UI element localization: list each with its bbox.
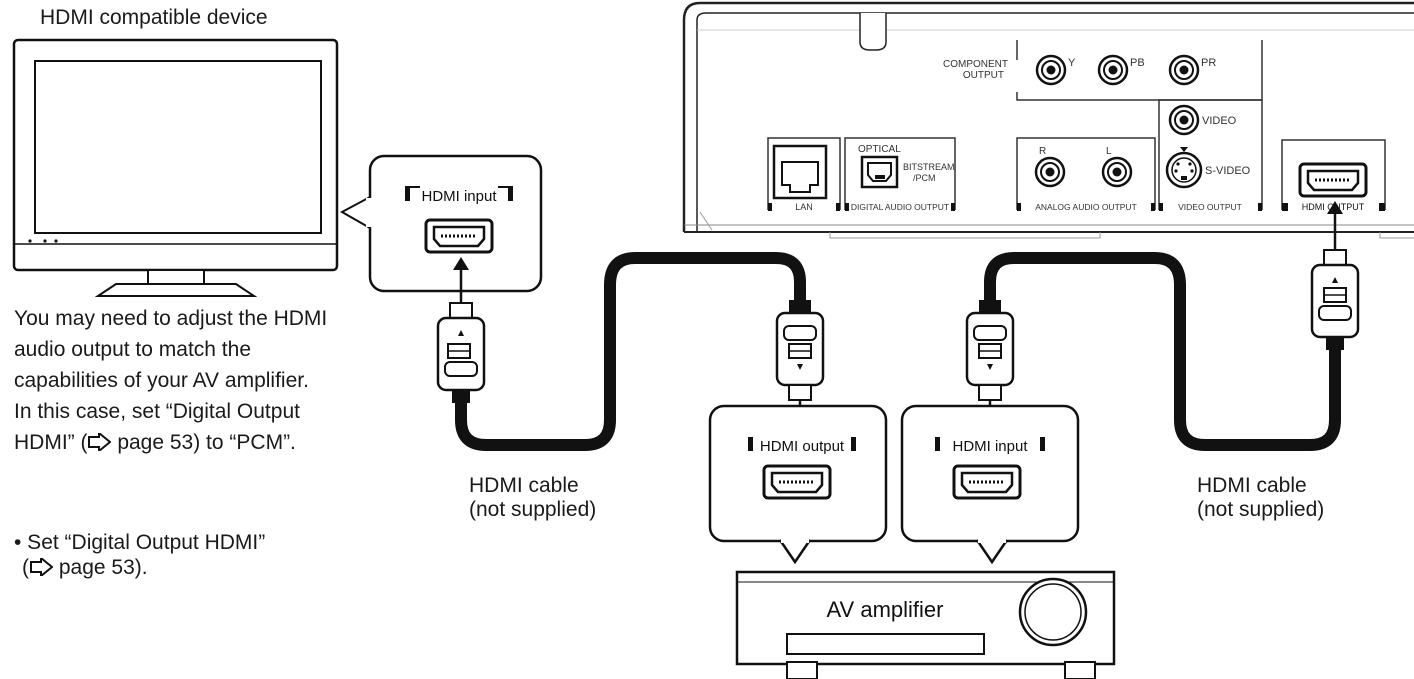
bullet-note-line-1: • Set “Digital Output HDMI” (14, 531, 266, 554)
amp-hdmi-output-jack (762, 464, 832, 500)
analog-audio-r-jack (1034, 156, 1066, 188)
hdmi-plug-amp-input (965, 300, 1015, 401)
amp-hdmi-input-callout: HDMI input (900, 404, 1080, 565)
hdmi-cable-left (455, 252, 806, 451)
tv-note-line-5: HDMI” ( page 53) to “PCM”. (14, 427, 394, 458)
s-video-label: S-VIDEO (1205, 165, 1251, 177)
lan-label: LAN (795, 202, 813, 212)
cable-right-line-1: HDMI cable (1197, 474, 1307, 497)
bitstream-label-1: BITSTREAM (903, 162, 955, 172)
cable-left-line-2: (not supplied) (469, 498, 597, 521)
component-pr-jack (1168, 54, 1200, 86)
amp-hdmi-input-jack (952, 464, 1022, 500)
tv-hdmi-callout: HDMI input (339, 154, 543, 293)
hdmi-cable-right (984, 252, 1341, 451)
tv-note-line-2: audio output to match the (14, 338, 251, 361)
tv-note-line-3: capabilities of your AV amplifier. (14, 369, 309, 392)
tv-note-line-5-start: HDMI” ( (14, 431, 88, 454)
bullet-note-line-2-end: page 53). (53, 556, 148, 579)
bitstream-label-2: /PCM (913, 173, 936, 183)
component-pb-jack (1097, 54, 1129, 86)
cable-right-line-2: (not supplied) (1197, 498, 1325, 521)
s-video-jack (1165, 147, 1203, 189)
video-output-label: VIDEO OUTPUT (1178, 202, 1242, 212)
component-y-jack (1035, 54, 1067, 86)
hdmi-plug-player (1310, 249, 1360, 350)
hdmi-plug-tv (436, 302, 486, 403)
player-hdmi-output-jack (1298, 162, 1368, 198)
page-reference-arrow-icon (30, 558, 53, 576)
tv-hdmi-input-label: HDMI input (421, 188, 497, 205)
analog-audio-l-jack (1101, 156, 1133, 188)
video-jack (1168, 104, 1200, 136)
amp-hdmi-input-label: HDMI input (952, 438, 1028, 455)
r-label: R (1039, 146, 1046, 157)
pb-label: PB (1130, 57, 1145, 69)
av-amplifier-label: AV amplifier (827, 597, 944, 622)
amp-hdmi-output-callout: HDMI output (708, 404, 888, 565)
video-label: VIDEO (1202, 115, 1237, 127)
tv-hdmi-input-jack (424, 218, 494, 254)
cable-left-line-1: HDMI cable (469, 474, 579, 497)
optical-label: OPTICAL (858, 144, 901, 155)
bullet-note-line-2-start: ( (22, 556, 29, 579)
connection-arrows (453, 201, 1343, 433)
tv-note-line-1: You may need to adjust the HDMI (14, 307, 328, 330)
bullet-note: • Set “Digital Output HDMI” ( page 53). (14, 530, 374, 580)
optical-jack (860, 155, 899, 189)
tv-note: You may need to adjust the HDMI audio ou… (14, 303, 394, 458)
analog-audio-output-label: ANALOG AUDIO OUTPUT (1035, 202, 1137, 212)
amp-hdmi-output-label: HDMI output (760, 438, 845, 455)
cable-right-caption: HDMI cable (not supplied) (1197, 474, 1324, 522)
tv-note-line-5-end: page 53) to “PCM”. (111, 431, 296, 454)
hdmi-plug-amp-output (775, 300, 825, 401)
component-output-label-1: COMPONENT (943, 59, 1008, 70)
player-rear-panel: COMPONENT OUTPUT Y PB PR VIDEO S-VIDEO O… (682, 1, 1414, 239)
page-reference-arrow-icon (88, 433, 112, 451)
pr-label: PR (1201, 57, 1216, 69)
tv-note-line-4: In this case, set “Digital Output (14, 400, 300, 423)
digital-audio-output-label: DIGITAL AUDIO OUTPUT (851, 202, 949, 212)
hdmi-device-label: HDMI compatible device (40, 6, 268, 29)
lan-jack (772, 144, 828, 200)
av-amplifier: AV amplifier (735, 570, 1116, 679)
l-label: L (1106, 146, 1112, 157)
y-label: Y (1068, 57, 1076, 69)
bullet-note-line-2: ( page 53). (14, 555, 374, 580)
tv-illustration (12, 38, 339, 297)
component-output-label-2: OUTPUT (963, 70, 1004, 81)
cable-left-caption: HDMI cable (not supplied) (469, 474, 596, 522)
